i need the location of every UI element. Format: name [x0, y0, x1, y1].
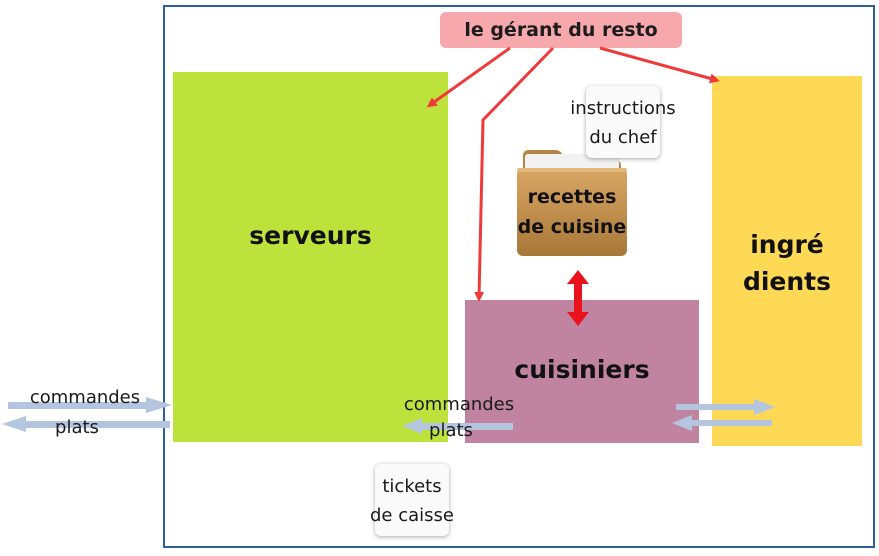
- ingredients-label: ingré dients: [743, 226, 831, 300]
- receipts-line2: de caisse: [370, 505, 454, 526]
- ingredients-box: ingré dients: [712, 76, 862, 446]
- chef-instructions-line1: instructions: [570, 98, 676, 119]
- manager-to-servers-arrow: [426, 46, 511, 108]
- chef-instructions-label: instructions du chef: [556, 94, 690, 152]
- recipes-folder-icon: [517, 150, 627, 256]
- kitchen-dishes-arrow: [402, 418, 513, 434]
- ingredients-supply-arrow: [676, 399, 775, 415]
- ingredients-label-line2: dients: [742, 267, 832, 296]
- recipes-cooks-double-arrow: [567, 270, 589, 326]
- servers-box: serveurs: [173, 72, 448, 442]
- outer-orders-arrow: [8, 397, 172, 413]
- outer-orders-label: commandes: [29, 387, 141, 408]
- ingredients-label-line1: ingré: [750, 230, 824, 259]
- outer-dishes-arrow: [2, 416, 170, 432]
- kitchen-dishes-label: plats: [429, 420, 473, 441]
- cooks-box: cuisiniers: [465, 300, 699, 443]
- manager-to-cooks-arrow: [474, 46, 555, 302]
- servers-label: serveurs: [249, 220, 372, 250]
- receipts-label: tickets de caisse: [358, 472, 466, 530]
- chef-instructions-note: [586, 86, 660, 158]
- manager-to-ingredients-arrow: [599, 46, 720, 84]
- receipts-line1: tickets: [382, 476, 442, 497]
- restaurant-boundary: [163, 5, 875, 548]
- cooks-label: cuisiniers: [514, 355, 650, 384]
- ingredients-return-arrow: [672, 415, 772, 431]
- receipts-note: [375, 464, 449, 536]
- kitchen-orders-label: commandes: [403, 394, 515, 415]
- manager-label: le gérant du resto: [464, 19, 658, 41]
- outer-dishes-label: plats: [55, 417, 99, 438]
- kitchen-flow-labels: commandes plats: [394, 392, 524, 444]
- recipes-label: recettes de cuisine: [515, 182, 629, 242]
- manager-box: le gérant du resto: [440, 12, 682, 48]
- chef-instructions-line2: du chef: [589, 127, 657, 148]
- recipes-label-line1: recettes: [527, 186, 617, 208]
- recipes-label-line2: de cuisine: [517, 216, 627, 238]
- outer-flow-labels: commandes plats: [20, 383, 150, 443]
